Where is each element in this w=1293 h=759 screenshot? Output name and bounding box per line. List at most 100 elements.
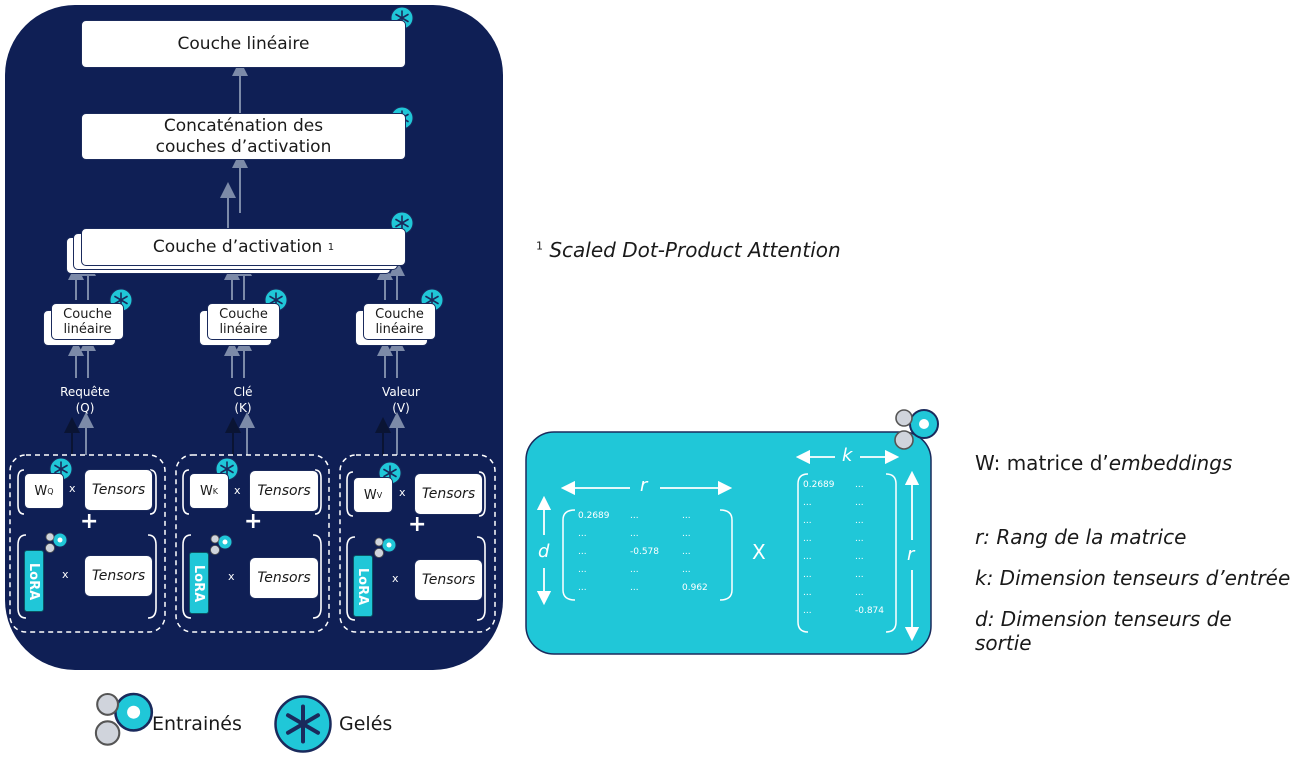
matrix-cell: ... <box>803 570 812 580</box>
flow-arrows <box>64 60 405 455</box>
tensors-box: Tensors <box>84 555 153 597</box>
matrix-cell: ... <box>855 552 864 562</box>
matrix-cell: ... <box>578 529 587 539</box>
lora-adapter: LoRA <box>189 552 209 614</box>
multiply-sign: x <box>234 484 241 497</box>
matrix-cell: ... <box>578 547 587 557</box>
matrix-panel <box>525 431 932 655</box>
matrix-cell: ... <box>578 565 587 575</box>
lora-label: LoRA <box>191 564 207 602</box>
lora-label: LoRA <box>26 562 42 600</box>
tensors-label: Tensors <box>91 482 146 498</box>
footnote: 1 Scaled Dot-Product Attention <box>536 238 841 262</box>
matrix-cell: ... <box>855 588 864 598</box>
key-label: Clé (K) <box>203 384 283 416</box>
legend-trained-label: Entrainés <box>152 713 242 735</box>
linear-label-line1: Couche <box>63 306 112 322</box>
matrix-cell: ... <box>803 516 812 526</box>
plus-sign: + <box>80 509 99 534</box>
concatenation-layer: Concaténation des couches d’activation <box>81 113 406 160</box>
note-k: k: Dimension tenseurs d’entrée <box>975 566 1291 590</box>
matrix-cell: 0.2689 <box>803 480 835 490</box>
dimension-arrows <box>536 449 920 642</box>
tensors-label: Tensors <box>421 486 476 502</box>
lora-adapter: LoRA <box>24 550 44 612</box>
rank-label-horizontal: r <box>640 475 648 496</box>
value-label-symbol: (V) <box>392 401 410 415</box>
weight-label: W <box>199 483 213 499</box>
tensors-box: Tensors <box>249 470 319 512</box>
tensors-label: Tensors <box>257 483 311 499</box>
tensors-box: Tensors <box>84 469 153 511</box>
matrix-cell: ... <box>855 480 864 490</box>
query-label-symbol: (Q) <box>75 401 95 415</box>
matrix-cell: ... <box>803 588 812 598</box>
matrix-cell: ... <box>803 534 812 544</box>
query-label-name: Requête <box>60 385 110 399</box>
lora-label: LoRA <box>355 567 371 605</box>
matrix-cell: 0.962 <box>682 583 708 593</box>
tensors-box: Tensors <box>414 559 483 601</box>
value-label-name: Valeur <box>382 385 420 399</box>
linear-layer-q: Couche linéaire <box>51 303 124 340</box>
tensors-box: Tensors <box>414 473 483 515</box>
matrix-cell: ... <box>803 498 812 508</box>
note-d: d: Dimension tenseurs de sortie <box>975 607 1232 655</box>
matrix-multiply-sign: X <box>752 540 766 564</box>
note-w: W: matrice d’embeddings <box>975 451 1232 475</box>
matrix-cell: ... <box>578 583 587 593</box>
tensors-box: Tensors <box>249 557 319 599</box>
linear-layer-top: Couche linéaire <box>81 20 406 68</box>
linear-label-line1: Couche <box>219 306 268 322</box>
legend-frozen-label: Gelés <box>339 713 393 735</box>
matrix-cell: ... <box>630 511 639 521</box>
tensors-label: Tensors <box>91 568 146 584</box>
key-label-symbol: (K) <box>234 401 252 415</box>
matrix-cell: ... <box>682 565 691 575</box>
matrix-cell: ... <box>630 565 639 575</box>
matrix-cell: -0.874 <box>855 606 885 616</box>
activation-label: Couche d’activation <box>152 236 323 257</box>
rank-label-vertical: r <box>907 544 915 565</box>
linear-label-line1: Couche <box>375 306 424 322</box>
footnote-marker: 1 <box>327 241 335 253</box>
matrix-cell: ... <box>855 570 864 580</box>
key-label-name: Clé <box>233 385 253 399</box>
weight-subscript: V <box>376 490 383 500</box>
weight-label: W <box>34 483 48 499</box>
note-w-prefix: W: matrice d’ <box>975 451 1109 475</box>
linear-layer-k: Couche linéaire <box>207 303 280 340</box>
query-label: Requête (Q) <box>45 384 125 416</box>
matrix-cell: -0.578 <box>630 547 660 557</box>
tensors-label: Tensors <box>257 570 311 586</box>
footnote-number: 1 <box>536 239 543 253</box>
linear-layer-top-label: Couche linéaire <box>177 33 310 54</box>
gear-icon <box>94 692 154 747</box>
input-groups <box>9 454 496 633</box>
brackets <box>17 469 486 621</box>
multiply-sign: x <box>62 568 69 581</box>
note-r: r: Rang de la matrice <box>975 525 1187 549</box>
matrix-cell: ... <box>630 529 639 539</box>
matrix-cell: ... <box>855 534 864 544</box>
concat-label-line2: couches d’activation <box>155 136 332 157</box>
tensors-label: Tensors <box>421 572 476 588</box>
multiply-sign: x <box>392 572 399 585</box>
lora-adapter: LoRA <box>353 555 373 617</box>
multiply-sign: x <box>228 570 235 583</box>
matrix-cell: ... <box>630 583 639 593</box>
concat-label-line1: Concaténation des <box>163 115 324 136</box>
linear-label-line2: linéaire <box>63 321 112 337</box>
weight-subscript: Q <box>47 486 54 496</box>
output-dim-label: d <box>538 541 550 562</box>
matrix-cell: ... <box>855 498 864 508</box>
matrix-cell: ... <box>682 529 691 539</box>
matrix-cell: ... <box>682 547 691 557</box>
linear-label-line2: linéaire <box>219 321 268 337</box>
weight-label: W <box>363 487 377 503</box>
matrix-cell: ... <box>682 511 691 521</box>
activation-layer: Couche d’activation 1 <box>81 228 406 266</box>
